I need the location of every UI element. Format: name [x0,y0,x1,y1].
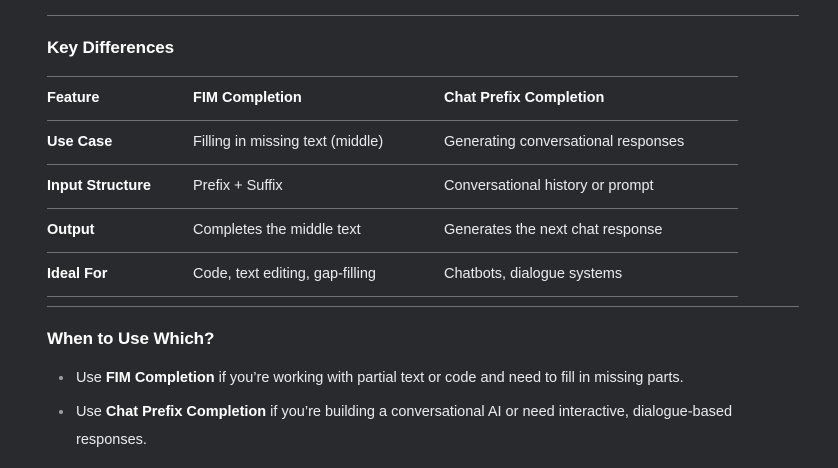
cell-chat: Generating conversational responses [444,120,738,165]
bullet-lead-text: Use [76,370,106,386]
cell-chat: Chatbots, dialogue systems [444,252,738,297]
list-item: Use FIM Completion if you’re working wit… [47,364,799,392]
key-differences-table: Feature FIM Completion Chat Prefix Compl… [47,76,738,297]
cell-feature: Input Structure [47,164,193,209]
cell-chat: Generates the next chat response [444,208,738,253]
table-head: Feature FIM Completion Chat Prefix Compl… [47,76,738,121]
bullet-tail-text: if you’re working with partial text or c… [214,370,684,386]
bullet-term: Chat Prefix Completion [105,404,267,420]
table-body: Use Case Filling in missing text (middle… [47,120,738,297]
column-header-chat-prefix-completion: Chat Prefix Completion [444,76,738,121]
section-divider-middle [47,306,799,307]
table-row: Input Structure Prefix + Suffix Conversa… [47,164,738,209]
when-to-use-list: Use FIM Completion if you’re working wit… [47,364,799,460]
key-differences-table-wrapper: Feature FIM Completion Chat Prefix Compl… [47,76,738,297]
bullet-term: FIM Completion [105,370,215,386]
cell-chat: Conversational history or prompt [444,164,738,209]
cell-fim: Code, text editing, gap-filling [193,252,444,297]
page-title: Key Differences [47,38,175,57]
list-item: Use Chat Prefix Completion if you’re bui… [47,398,799,454]
bullet-dot-icon [59,376,63,380]
table-row: Output Completes the middle text Generat… [47,208,738,253]
cell-fim: Filling in missing text (middle) [193,120,444,165]
bullet-dot-icon [59,410,63,414]
table-row: Ideal For Code, text editing, gap-fillin… [47,252,738,297]
table-row: Use Case Filling in missing text (middle… [47,120,738,165]
section-title-when-to-use: When to Use Which? [47,329,215,348]
section-divider-top [47,15,799,16]
bullet-lead-text: Use [76,404,106,420]
cell-fim: Prefix + Suffix [193,164,444,209]
cell-feature: Use Case [47,120,193,165]
table-header-row: Feature FIM Completion Chat Prefix Compl… [47,76,738,121]
column-header-feature: Feature [47,76,193,121]
column-header-fim-completion: FIM Completion [193,76,444,121]
bullet-tail-text: if you’re building a conversational AI o… [76,404,733,448]
cell-feature: Ideal For [47,252,193,297]
cell-fim: Completes the middle text [193,208,444,253]
cell-feature: Output [47,208,193,253]
